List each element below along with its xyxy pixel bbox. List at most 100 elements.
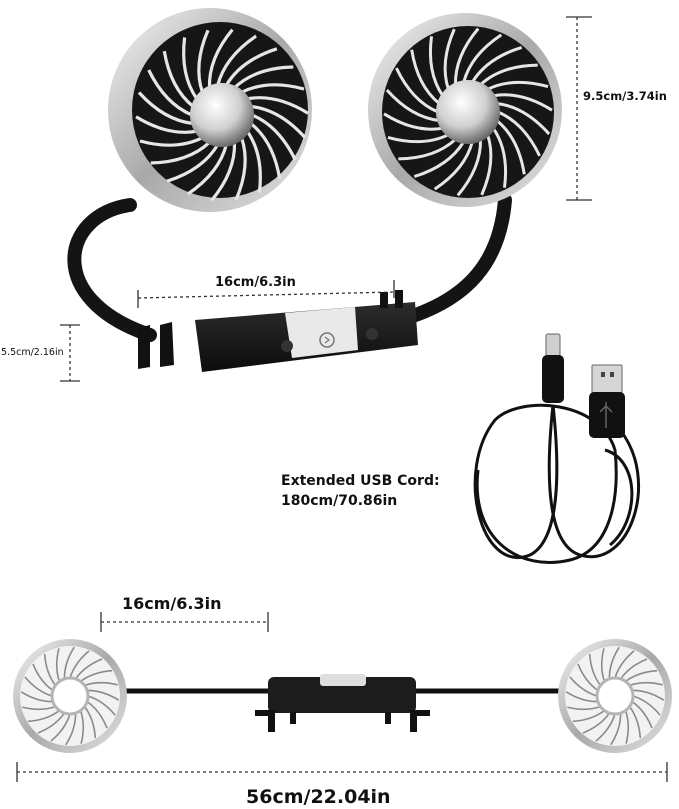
fan-blade (453, 27, 480, 85)
fan-blade (55, 648, 61, 682)
fan-blade (87, 695, 116, 716)
fan-blade (197, 29, 210, 93)
left-gooseneck (67, 198, 157, 342)
fan-blade (608, 646, 620, 679)
fan-blade (246, 96, 309, 115)
left-fan-icon (108, 8, 312, 212)
fan-blade (43, 653, 57, 686)
fan-blade (135, 115, 198, 134)
fan-blade (240, 83, 305, 94)
fan-blade (398, 138, 457, 161)
bottom-right-fan-icon (558, 639, 672, 753)
fan-blade (631, 700, 653, 729)
fan-blade (628, 706, 642, 739)
fan-blade (462, 33, 503, 83)
fan-blade (629, 681, 663, 687)
fan-blade (428, 36, 445, 97)
usb-cord-label: Extended USB Cord: 180cm/70.86in (281, 471, 440, 511)
fan-blade (456, 139, 483, 197)
fan-blade (495, 119, 526, 175)
fan-blade (224, 47, 278, 87)
fan-blade (162, 50, 195, 108)
clip-depth-dimension-line (60, 324, 80, 382)
fan-blade (69, 650, 90, 679)
fan-blade (383, 112, 444, 131)
fan-blade (410, 49, 441, 105)
fan-blade (216, 34, 257, 86)
fan-blade (582, 712, 611, 734)
fan-blade (63, 646, 75, 679)
fan-blade (595, 713, 616, 742)
fan-blade (65, 713, 77, 746)
fan-blade (80, 669, 113, 683)
fan-blade (249, 122, 282, 180)
fan-blade (497, 110, 541, 157)
bottom-span-label: 16cm/6.3in (122, 594, 222, 613)
clip-width-dimension-line (137, 280, 395, 308)
fan-blade (147, 69, 193, 117)
fan-blade (614, 650, 635, 679)
fan-blade (139, 136, 204, 147)
fan-blade (588, 653, 602, 686)
fan-blade (569, 676, 598, 697)
bottom-clip-controller (255, 674, 430, 732)
fan-blade (433, 141, 474, 191)
speed-button (366, 328, 378, 340)
total-length-label: 56cm/22.04in (246, 786, 391, 808)
fan-blade (492, 93, 553, 112)
fan-blade (572, 709, 605, 723)
fan-blade (624, 710, 630, 744)
fan-blade (567, 705, 601, 711)
fan-blade (182, 37, 199, 100)
fan-blade (20, 691, 53, 703)
fan-blade (471, 45, 523, 84)
usb-a-plug-icon (589, 364, 625, 438)
fan-blade (27, 709, 60, 723)
fan-blade (480, 134, 493, 196)
fan-height-label: 9.5cm/3.74in (583, 89, 667, 103)
fan-blade (632, 689, 665, 701)
fan-blade (22, 705, 56, 711)
fan-blade (600, 648, 606, 682)
fan-blade (50, 713, 71, 742)
usb-cord-label-line2: 180cm/70.86in (281, 493, 398, 509)
fan-blade (577, 663, 599, 692)
fan-blade (24, 676, 53, 697)
clip-width-label: 16cm/6.3in (215, 275, 296, 290)
fan-blade (207, 28, 234, 88)
fan-blade (166, 143, 220, 183)
fan-blade (443, 28, 456, 90)
right-fan-icon (368, 13, 562, 207)
power-button-icon (319, 332, 335, 348)
fan-blade (496, 102, 551, 135)
fan-blade (32, 663, 54, 692)
clip-controller (138, 290, 418, 372)
right-gooseneck (393, 193, 512, 327)
fan-blade (619, 658, 648, 680)
fan-blade (233, 65, 294, 89)
usb-cord (473, 403, 641, 564)
fan-blade (251, 113, 297, 161)
fan-blade (387, 133, 450, 144)
total-length-dimension-line (16, 762, 668, 782)
usb-cord-label-line1: Extended USB Cord: (281, 473, 440, 489)
mode-button (281, 340, 293, 352)
fan-blade (565, 691, 598, 703)
fan-blade (245, 130, 262, 193)
bottom-span-dimension-line (100, 612, 269, 632)
fan-blade (210, 142, 237, 202)
fan-blade (250, 104, 307, 139)
bottom-left-fan-icon (13, 639, 127, 753)
fan-blade (187, 144, 228, 196)
fan-blade (625, 669, 658, 683)
fan-blade (491, 127, 508, 188)
usb-c-plug-icon (542, 333, 564, 403)
fan-blade (385, 89, 440, 122)
fan-blade (79, 710, 85, 744)
fan-blade (86, 700, 108, 729)
fan-blade (395, 67, 439, 114)
fan-blade (486, 80, 549, 91)
clip-depth-label: 5.5cm/2.16in (1, 347, 64, 358)
fan-blade (479, 63, 538, 86)
